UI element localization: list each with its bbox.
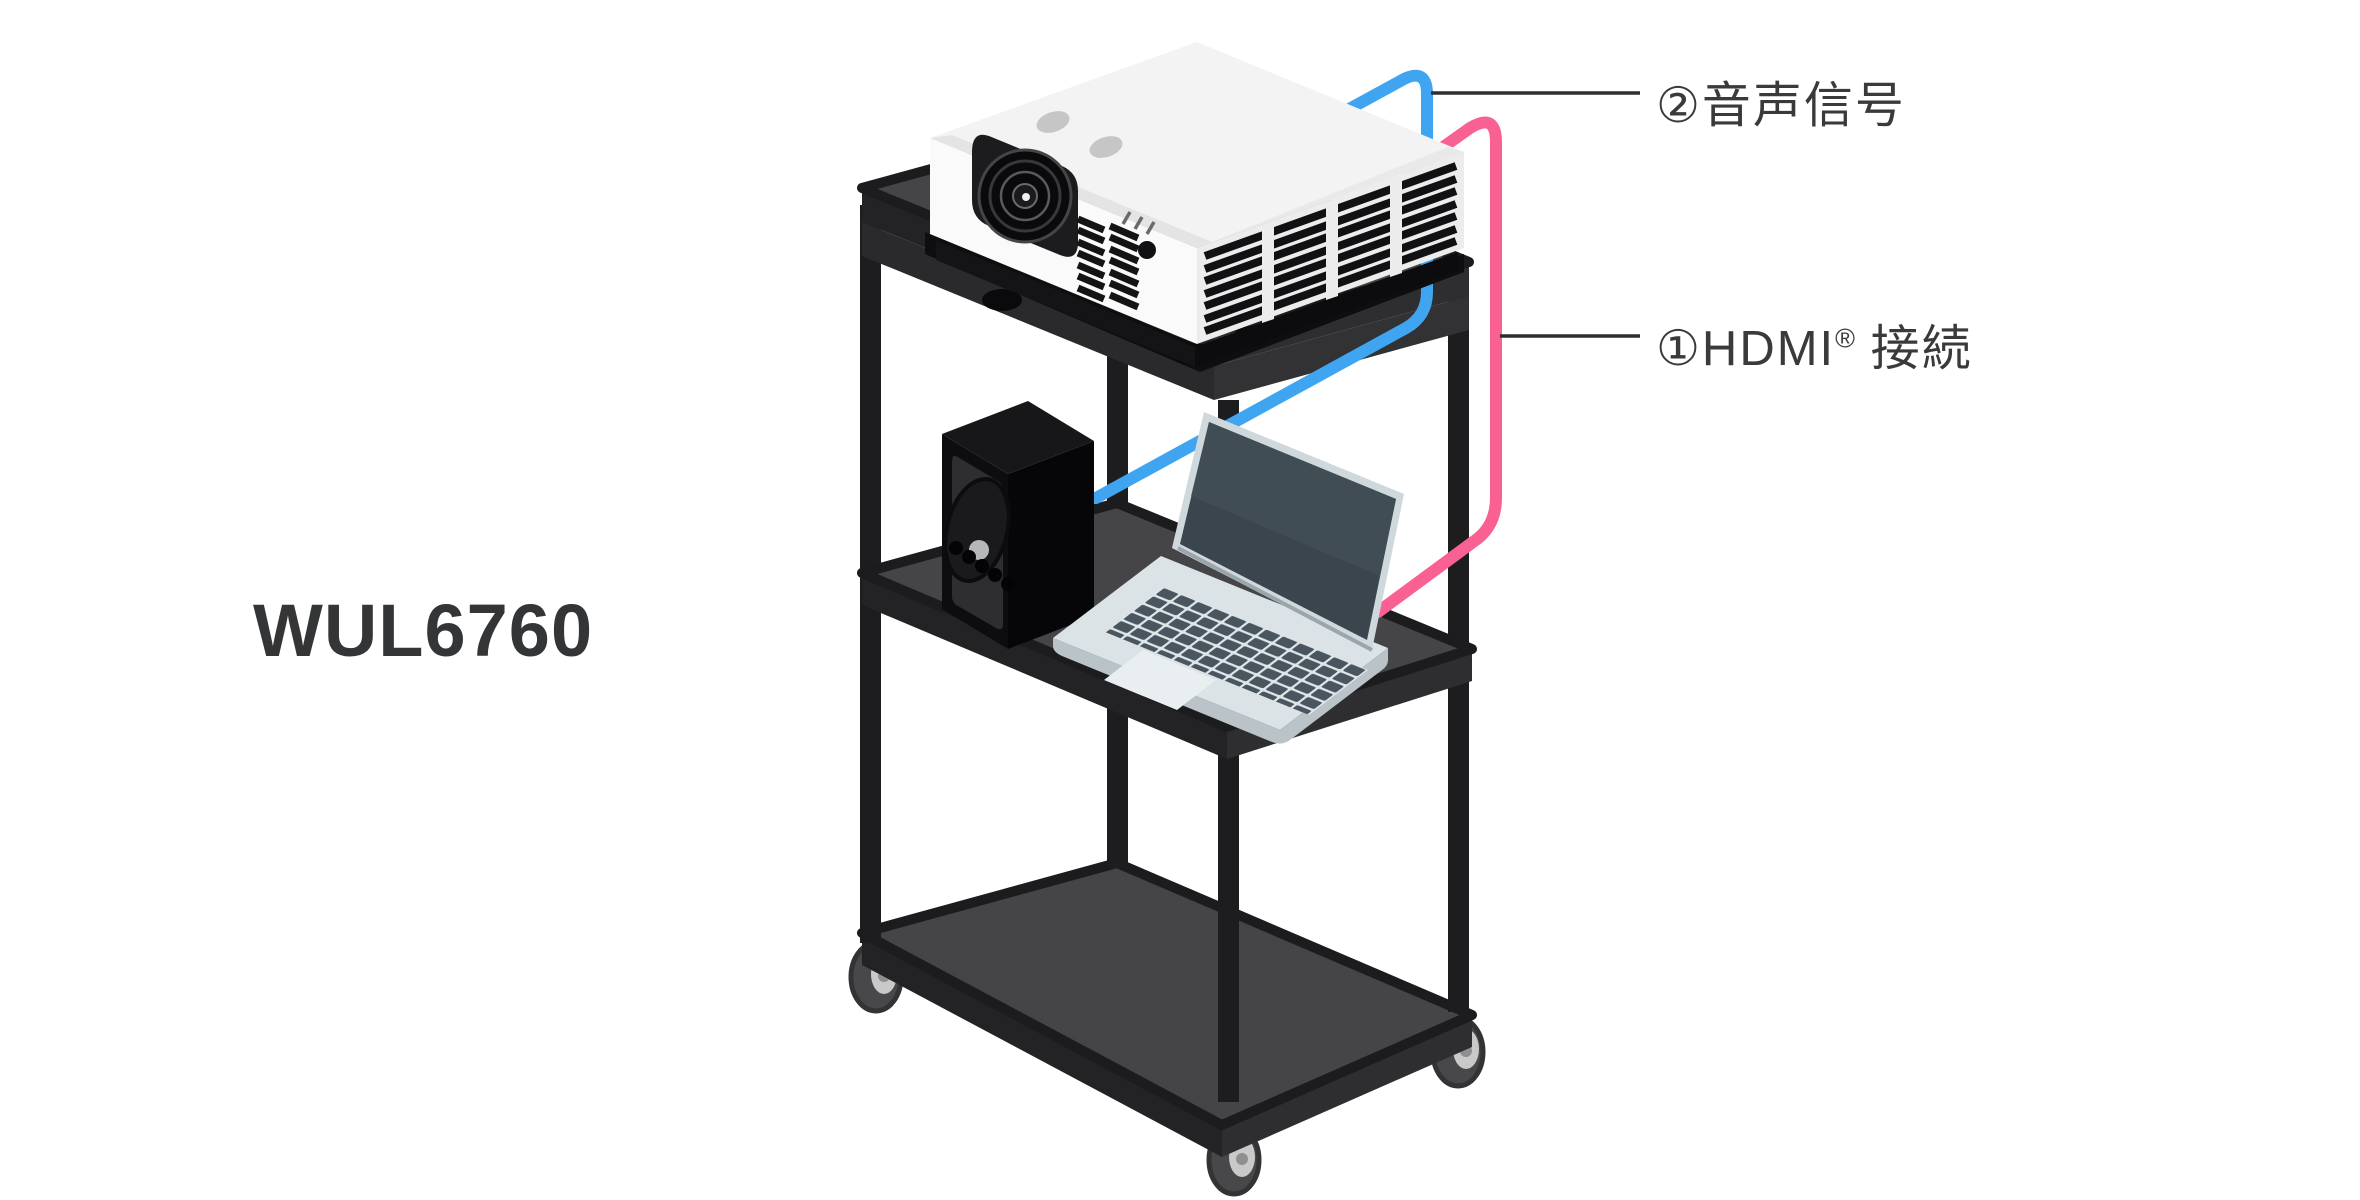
callout-label-hdmi-registered-mark: ® xyxy=(1835,323,1855,354)
projector xyxy=(925,42,1464,372)
projector-top-dial-1 xyxy=(1036,111,1070,133)
projector-top-dial-2 xyxy=(1089,136,1123,158)
projector-side-vents xyxy=(1203,162,1458,335)
callout-label-audio: ②音声信号 xyxy=(1656,66,1906,137)
callout-label-hdmi-suffix: 接続 xyxy=(1855,322,1973,376)
hdmi-cable xyxy=(1372,116,1502,618)
projector-front-vents xyxy=(1076,215,1140,311)
model-label: WUL6760 xyxy=(253,589,594,672)
callout-label-hdmi: ①HDMI® 接続 xyxy=(1656,309,1973,380)
projector-ir-sensor xyxy=(1138,241,1156,259)
laptop-trackpad xyxy=(1104,650,1216,710)
callout-label-audio-text: ②音声信号 xyxy=(1656,79,1906,133)
laptop xyxy=(1053,412,1404,744)
callout-label-hdmi-text: ①HDMI xyxy=(1656,322,1836,376)
speaker xyxy=(942,401,1094,649)
projector-lens xyxy=(972,134,1078,257)
speaker-buttons xyxy=(949,541,1015,591)
projector-tick-marks xyxy=(1121,211,1156,235)
laptop-screen xyxy=(1172,412,1404,650)
speaker-front-panel xyxy=(943,455,1011,630)
cart-bottom-shelf xyxy=(857,858,1477,1157)
projector-foot-left xyxy=(982,289,1022,311)
